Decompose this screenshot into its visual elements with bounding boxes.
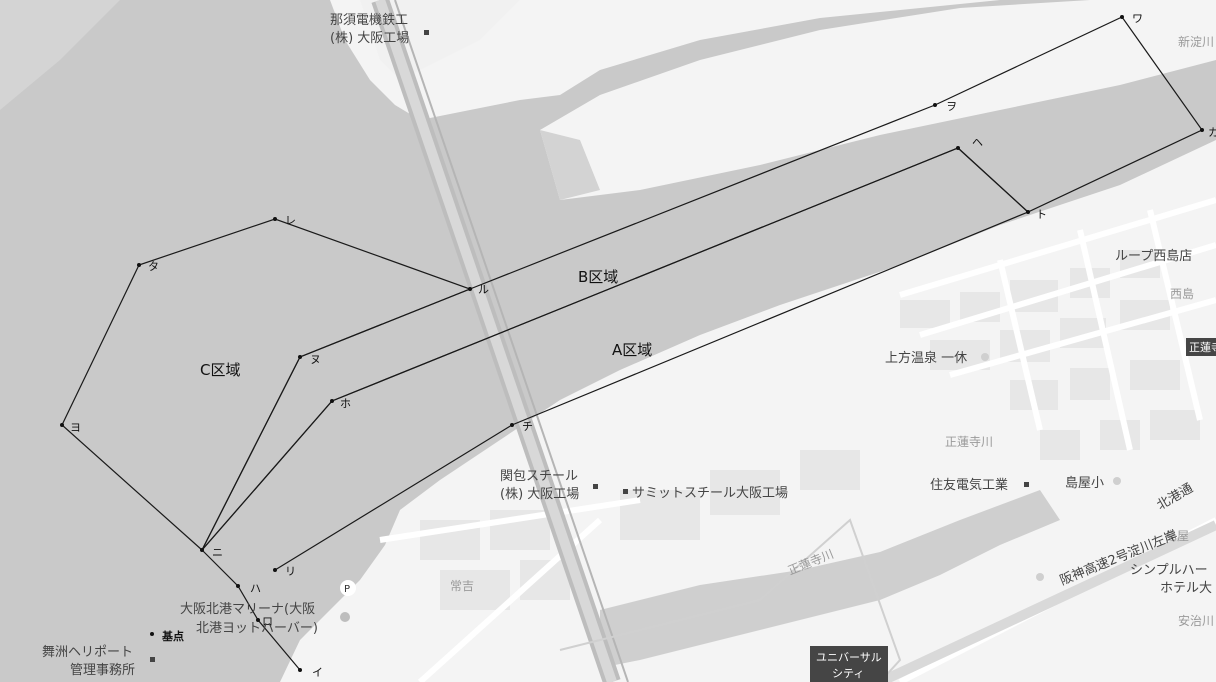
place-markers (150, 30, 1121, 662)
point-label-he: ヘ (972, 136, 983, 149)
place-kanpo-2: (株) 大阪工場 (500, 487, 579, 502)
north-shore-land (540, 0, 1216, 200)
place-nishijima: 西島 (1170, 286, 1194, 301)
usj-boundary (559, 518, 902, 682)
place-simple-1: シンプルハー (1130, 563, 1208, 578)
shoren-badge-text: 正蓮寺 (1189, 340, 1216, 354)
point-label-ni: ニ (212, 546, 223, 559)
point-label-ro: ロ (262, 615, 273, 628)
place-nasu-2: (株) 大阪工場 (330, 31, 409, 46)
point-markers (60, 15, 1204, 672)
point-label-wa: ワ (1132, 12, 1143, 25)
zone-label-a: A区域 (612, 341, 652, 359)
point-labels: イ ロ ハ ニ ホ ヘ ト チ リ ヌ ル ヲ ワ カ ヨ タ レ 基点 (70, 12, 1216, 679)
place-shinyodo: 新淀川 (1178, 34, 1214, 49)
usj-badge: ユニバーサル シティ (810, 646, 888, 682)
place-parking: P (344, 584, 350, 595)
place-sumitomo: 住友電気工業 (930, 477, 1008, 493)
bridge (371, 0, 629, 682)
place-marina-2: 北港ヨットハーバー) (196, 621, 318, 636)
place-simple-2: ホテル大 (1160, 581, 1212, 596)
point-label-ri: リ (285, 565, 296, 578)
place-ajikawa: 安治川 (1178, 613, 1214, 628)
point-label-re: レ (285, 214, 296, 227)
expressway-line (877, 520, 1216, 682)
point-label-ha: ハ (250, 582, 261, 595)
place-shimaya-sho: 島屋小 (1065, 476, 1104, 491)
place-heliport-2: 管理事務所 (70, 663, 135, 678)
point-label-wo: ヲ (946, 100, 957, 113)
place-shimaya: 島屋 (1165, 528, 1189, 543)
point-label-ru: ル (478, 283, 489, 296)
place-marina-1: 大阪北港マリーナ(大阪 (180, 602, 315, 617)
point-label-yo: ヨ (70, 421, 81, 434)
water-channel (600, 490, 1060, 668)
point-label-ka: カ (1208, 126, 1216, 139)
point-label-base: 基点 (161, 629, 184, 643)
place-nasu-1: 那須電機鉄工 (330, 13, 408, 28)
point-label-i: イ (312, 666, 323, 679)
shoren-badge: 正蓮寺 (1186, 338, 1216, 356)
zone-label-c: C区域 (200, 361, 240, 379)
place-shojoji-river: 正蓮寺川 (945, 435, 993, 449)
place-loop: ループ西島店 (1115, 249, 1192, 264)
point-label-chi: チ (522, 420, 533, 433)
zone-label-b: B区域 (578, 268, 618, 286)
point-label-ho: ホ (340, 397, 351, 410)
point-label-to: ト (1036, 208, 1047, 221)
point-label-ta: タ (148, 260, 159, 273)
west-land (0, 0, 120, 110)
shore-line-south (201, 549, 301, 671)
place-tsuneyoshi: 常吉 (450, 579, 474, 593)
usj-badge-line1: ユニバーサル (816, 651, 882, 664)
point-label-nu: ヌ (310, 353, 321, 366)
north-shore-edge (540, 130, 600, 200)
place-kanpo-1: 関包スチール (500, 469, 578, 484)
place-kamigata: 上方温泉 一休 (885, 350, 967, 366)
place-heliport-1: 舞洲ヘリポート (42, 645, 133, 660)
usj-badge-line2: シティ (832, 667, 864, 680)
place-summit: サミットスチール大阪工場 (632, 486, 788, 501)
zone-a-boundary (201, 147, 1030, 571)
